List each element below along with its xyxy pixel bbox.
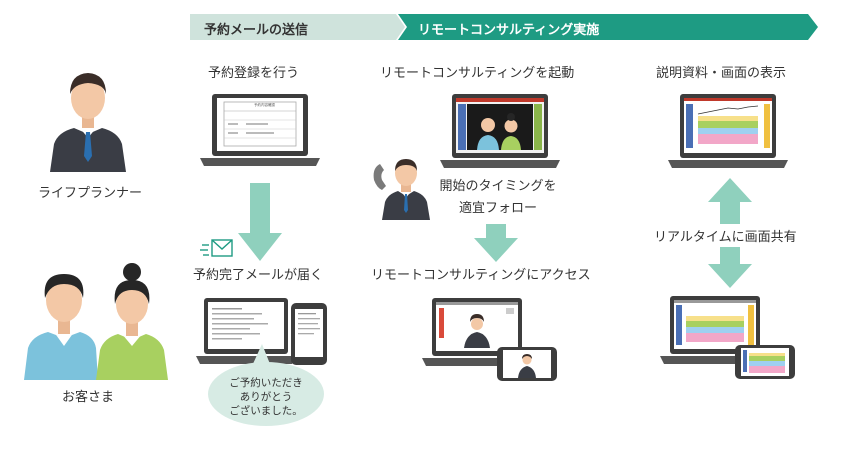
follow-line-1: 開始のタイミングを bbox=[439, 179, 557, 194]
thanks-bubble-text: ご予約いただき ありがとう ございました。 bbox=[206, 376, 326, 418]
video-laptop bbox=[440, 92, 560, 172]
access-phone bbox=[496, 346, 558, 382]
reservation-form-title: 予約内容確認 bbox=[254, 103, 275, 107]
phone-planner-icon bbox=[370, 156, 430, 222]
shared-laptop bbox=[660, 294, 770, 366]
arrow-down-1 bbox=[238, 183, 282, 261]
mail-phone bbox=[290, 302, 328, 366]
planner-label: ライフプランナー bbox=[38, 186, 143, 201]
mail-icon bbox=[200, 237, 234, 259]
step-display-label: 説明資料・画面の表示 bbox=[656, 66, 787, 81]
customer-avatars bbox=[22, 262, 172, 382]
header-banner bbox=[190, 14, 820, 40]
header-chevrons bbox=[190, 14, 818, 40]
arrow-down-2 bbox=[474, 224, 518, 262]
planner-avatar bbox=[48, 64, 128, 174]
access-laptop bbox=[422, 296, 532, 368]
header-step-email: 予約メールの送信 bbox=[204, 23, 309, 38]
reservation-laptop bbox=[200, 92, 320, 168]
display-laptop bbox=[668, 92, 788, 172]
realtime-label: リアルタイムに画面共有 bbox=[652, 224, 799, 247]
step-access-label: リモートコンサルティングにアクセス bbox=[371, 268, 591, 283]
thanks-bubble bbox=[206, 344, 326, 428]
header-step-consulting: リモートコンサルティング実施 bbox=[418, 23, 600, 38]
customer-label: お客さま bbox=[62, 390, 115, 405]
mail-laptop bbox=[196, 296, 296, 366]
bubble-line-2: ありがとう bbox=[239, 391, 293, 403]
step-launch-label: リモートコンサルティングを起動 bbox=[380, 66, 575, 81]
bubble-line-1: ご予約いただき bbox=[229, 377, 303, 389]
bubble-line-3: ございました。 bbox=[229, 405, 303, 417]
follow-text: 開始のタイミングを 適宜フォロー bbox=[420, 176, 576, 220]
step-reservation-label: 予約登録を行う bbox=[208, 66, 300, 81]
shared-phone bbox=[734, 344, 796, 380]
follow-line-2: 適宜フォロー bbox=[458, 201, 537, 216]
step-mail-label: 予約完了メールが届く bbox=[193, 268, 324, 283]
